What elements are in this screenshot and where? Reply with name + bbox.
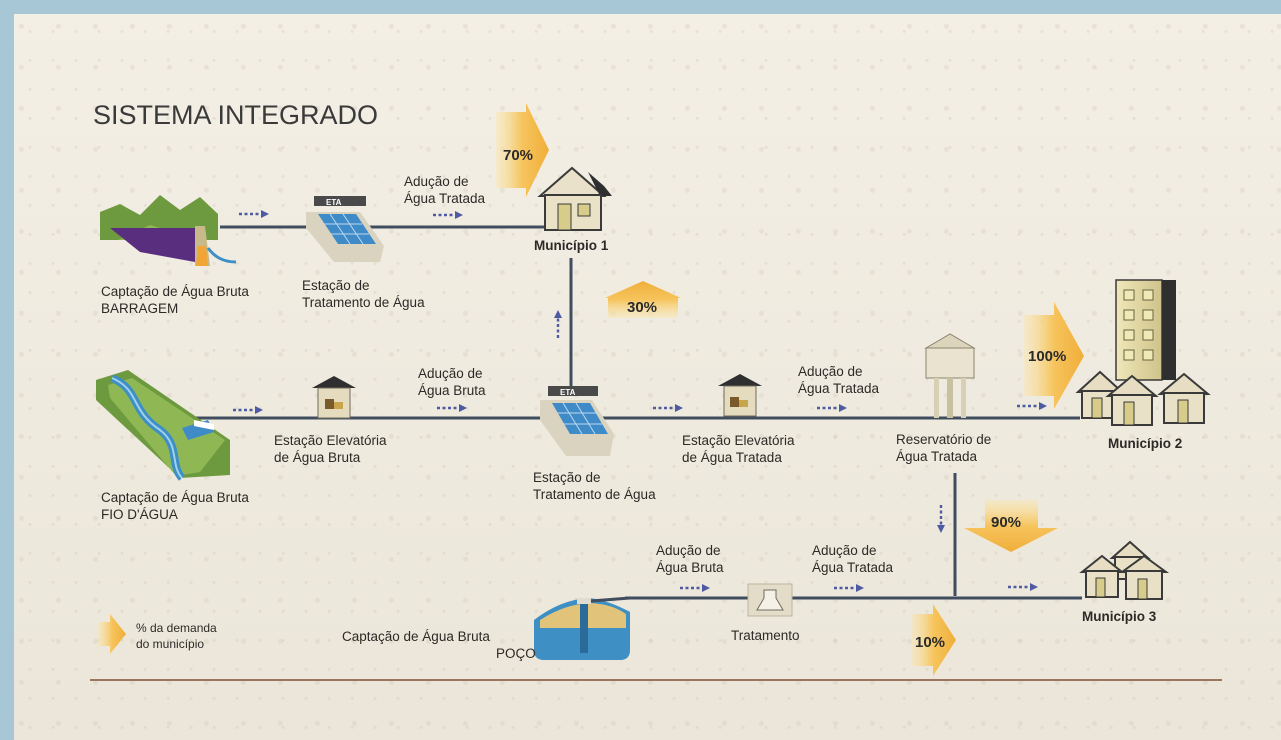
demand-label-10: 10% — [915, 634, 945, 651]
flow-arrow-down — [937, 505, 945, 533]
dam-icon — [100, 195, 237, 266]
flow-arrow-right — [1017, 402, 1047, 410]
demand-arrow-30: 30% — [605, 281, 681, 318]
house-icon — [537, 166, 612, 231]
legend-line2: do município — [136, 637, 204, 651]
eta-mid-line2: Tratamento de Água — [533, 487, 656, 502]
captacao-fio-line2: FIO D'ÁGUA — [101, 507, 178, 522]
flow-arrow-right — [239, 210, 269, 218]
eta-mid-line1: Estação de — [533, 470, 601, 485]
flow-arrow-right — [433, 211, 463, 219]
captacao-poco-line2: POÇO — [496, 646, 536, 661]
aducao-bruta-mid-line1: Adução de — [418, 366, 483, 381]
municipio1-label: Município 1 — [534, 238, 609, 253]
pumping-station-icon — [312, 376, 356, 419]
water-treatment-station-icon: ETA — [306, 196, 384, 262]
captacao-fio-line1: Captação de Água Bruta — [101, 490, 249, 505]
aducao-tratada-bottom-line1: Adução de — [812, 543, 877, 558]
elevatoria-bruta-line2: de Água Bruta — [274, 450, 361, 465]
municipio2-label: Município 2 — [1108, 436, 1182, 451]
eta-sign-top: ETA — [326, 198, 342, 207]
aducao-bruta-bottom-line1: Adução de — [656, 543, 721, 558]
flow-arrow-right — [834, 584, 864, 592]
demand-label-100: 100% — [1028, 348, 1066, 365]
demand-label-30: 30% — [627, 299, 657, 316]
demand-arrow-90: 90% — [964, 500, 1058, 552]
aducao-tratada-mid-line1: Adução de — [798, 364, 863, 379]
legend: % da demanda do município — [98, 614, 217, 654]
flow-arrow-right — [233, 406, 263, 414]
demand-label-70: 70% — [503, 147, 533, 164]
aducao-bruta-bottom-line2: Água Bruta — [656, 560, 724, 575]
flow-arrow-right — [817, 404, 847, 412]
diagram-title: SISTEMA INTEGRADO — [93, 100, 378, 130]
water-tower-icon — [924, 333, 976, 418]
reservatorio-line1: Reservatório de — [896, 432, 991, 447]
flow-arrow-right — [653, 404, 683, 412]
demand-arrow-70: 70% — [496, 103, 549, 197]
captacao-barragem-line2: BARRAGEM — [101, 301, 178, 316]
labels: Captação de Água Bruta BARRAGEM Estação … — [101, 174, 1182, 661]
aducao-tratada-bottom-line2: Água Tratada — [812, 560, 894, 575]
municipio3-label: Município 3 — [1082, 609, 1157, 624]
legend-line1: % da demanda — [136, 621, 217, 635]
treatment-icon — [747, 583, 793, 617]
elevatoria-tratada-line2: de Água Tratada — [682, 450, 782, 465]
houses-icon — [1079, 540, 1170, 600]
eta-sign-mid: ETA — [560, 388, 576, 397]
demand-arrow-10: 10% — [912, 604, 956, 676]
well-icon — [534, 596, 631, 660]
eta-top-line1: Estação de — [302, 278, 370, 293]
elevatoria-bruta-line1: Estação Elevatória — [274, 433, 387, 448]
aducao-tratada-mid-line2: Água Tratada — [798, 381, 880, 396]
aducao-bruta-mid-line2: Água Bruta — [418, 383, 486, 398]
pumping-station-icon — [718, 374, 762, 417]
aducao-tratada-top-line1: Adução de — [404, 174, 469, 189]
demand-arrow-100: 100% — [1024, 302, 1084, 409]
eta-top-line2: Tratamento de Água — [302, 295, 425, 310]
tratamento-label: Tratamento — [731, 628, 800, 643]
flow-arrow-right — [437, 404, 467, 412]
aducao-tratada-top-line2: Água Tratada — [404, 191, 486, 206]
flow-arrow-right — [680, 584, 710, 592]
captacao-poco-line1: Captação de Água Bruta — [342, 629, 490, 644]
flow-arrows — [233, 210, 1047, 592]
legend-demand-arrow-icon — [98, 614, 126, 654]
city-icon — [1075, 279, 1211, 426]
elevatoria-tratada-line1: Estação Elevatória — [682, 433, 795, 448]
reservatorio-line2: Água Tratada — [896, 449, 978, 464]
demand-label-90: 90% — [991, 514, 1021, 531]
flow-arrow-up — [554, 310, 562, 338]
flow-arrow-right — [1008, 583, 1038, 591]
river-intake-icon — [96, 370, 230, 481]
water-treatment-station-icon: ETA — [540, 386, 614, 456]
captacao-barragem-line1: Captação de Água Bruta — [101, 284, 249, 299]
